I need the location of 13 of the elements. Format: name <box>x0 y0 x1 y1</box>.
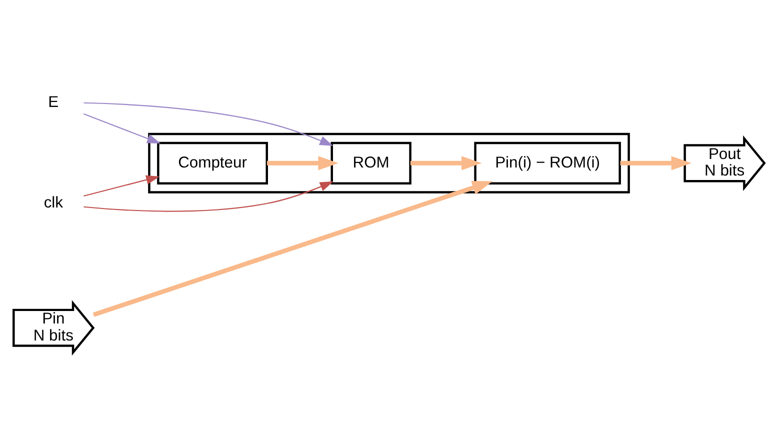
arrow <box>83 112 161 144</box>
arrow <box>84 180 334 212</box>
arrow <box>84 174 160 196</box>
arrow <box>267 156 338 170</box>
node-text: E <box>48 93 59 110</box>
arrow <box>620 156 692 170</box>
node-box: Compteur <box>157 141 268 184</box>
arrow <box>410 156 482 170</box>
node-box: Pin(i) − ROM(i) <box>474 141 621 184</box>
arrow <box>84 102 334 146</box>
arrow <box>92 180 492 316</box>
node-text: clk <box>44 194 63 212</box>
node-box: ROM <box>330 141 412 184</box>
